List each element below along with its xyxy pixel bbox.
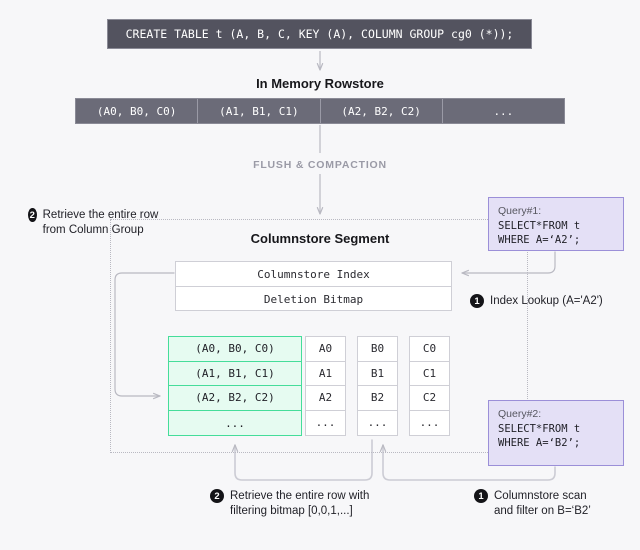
column-table-a: A0 A1 A2 ... xyxy=(305,336,346,436)
note-index-lookup: 1 Index Lookup (A='A2') xyxy=(470,294,640,309)
deletion-bitmap-label: Deletion Bitmap xyxy=(263,293,364,306)
rowstore-cell: (A0, B0, C0) xyxy=(76,99,199,123)
query-1-line-2: WHERE A=‘A2’; xyxy=(498,234,581,246)
query-2-label: Query#2: xyxy=(498,408,542,420)
column-cell: ... xyxy=(367,416,388,430)
note-line-2: filtering bitmap [0,0,1,...] xyxy=(230,505,353,517)
columnstore-index-label: Columnstore Index xyxy=(176,262,451,287)
rowstore-cell: (A2, B2, C2) xyxy=(321,99,443,123)
columnstore-segment-title: Columnstore Segment xyxy=(250,231,390,246)
rowstore-cell: ... xyxy=(493,104,514,118)
column-group-row: (A2, B2, C2) xyxy=(169,386,301,411)
column-cell: A0 xyxy=(306,337,345,362)
rowstore-strip: (A0, B0, C0) (A1, B1, C1) (A2, B2, C2) .… xyxy=(75,98,565,124)
column-cell: B0 xyxy=(358,337,397,362)
note-columnstore-scan: 1 Columnstore scan and filter on B=‘B2’ xyxy=(474,489,639,519)
query-1-box: Query#1: SELECT*FROM t WHERE A=‘A2’; xyxy=(488,197,624,251)
create-table-statement: CREATE TABLE t (A, B, C, KEY (A), COLUMN… xyxy=(107,19,532,49)
column-table-b: B0 B1 B2 ... xyxy=(357,336,398,436)
query-1-line-1: SELECT*FROM t xyxy=(498,220,581,232)
column-group-row: (A1, B1, C1) xyxy=(169,362,301,387)
column-cell: A1 xyxy=(306,362,345,386)
column-cell: C1 xyxy=(410,362,449,386)
step-badge-2: 2 xyxy=(210,489,224,503)
columnstore-segment-region xyxy=(110,219,528,453)
rowstore-cell: (A1, B1, C1) xyxy=(198,99,321,123)
query-1-label: Query#1: xyxy=(498,205,542,217)
column-cell: A2 xyxy=(306,386,345,411)
note-line-1: Columnstore scan xyxy=(494,490,587,502)
column-group-table: (A0, B0, C0) (A1, B1, C1) (A2, B2, C2) .… xyxy=(168,336,302,436)
column-cell: B2 xyxy=(358,386,397,411)
query-2-line-1: SELECT*FROM t xyxy=(498,423,581,435)
column-group-row: ... xyxy=(225,416,245,430)
query-2-line-2: WHERE A=‘B2’; xyxy=(498,437,581,449)
step-badge-2: 2 xyxy=(28,208,37,222)
query-2-box: Query#2: SELECT*FROM t WHERE A=‘B2’; xyxy=(488,400,624,466)
step-badge-1: 1 xyxy=(474,489,488,503)
note-line-1: Retrieve the entire row with xyxy=(230,490,370,502)
column-table-c: C0 C1 C2 ... xyxy=(409,336,450,436)
note-retrieve-row-column-group: 2 Retrieve the entire row from Column Gr… xyxy=(28,208,178,238)
note-text-block: Columnstore scan and filter on B=‘B2’ xyxy=(494,489,591,519)
columnstore-index-box: Columnstore Index Deletion Bitmap xyxy=(175,261,452,311)
column-cell: C0 xyxy=(410,337,449,362)
column-cell: ... xyxy=(419,416,440,430)
step-badge-1: 1 xyxy=(470,294,484,308)
note-text: Index Lookup (A='A2') xyxy=(490,295,603,307)
column-cell: C2 xyxy=(410,386,449,411)
note-text-block: Retrieve the entire row with filtering b… xyxy=(230,489,369,519)
note-retrieve-row-bitmap: 2 Retrieve the entire row with filtering… xyxy=(210,489,420,519)
note-line-2: and filter on B=‘B2’ xyxy=(494,505,591,517)
flush-compaction-label: FLUSH & COMPACTION xyxy=(253,159,387,171)
rowstore-title: In Memory Rowstore xyxy=(256,76,384,91)
column-cell: B1 xyxy=(358,362,397,386)
note-text: Retrieve the entire row from Column Grou… xyxy=(42,209,159,236)
column-group-row: (A0, B0, C0) xyxy=(169,337,301,362)
column-cell: ... xyxy=(315,416,336,430)
